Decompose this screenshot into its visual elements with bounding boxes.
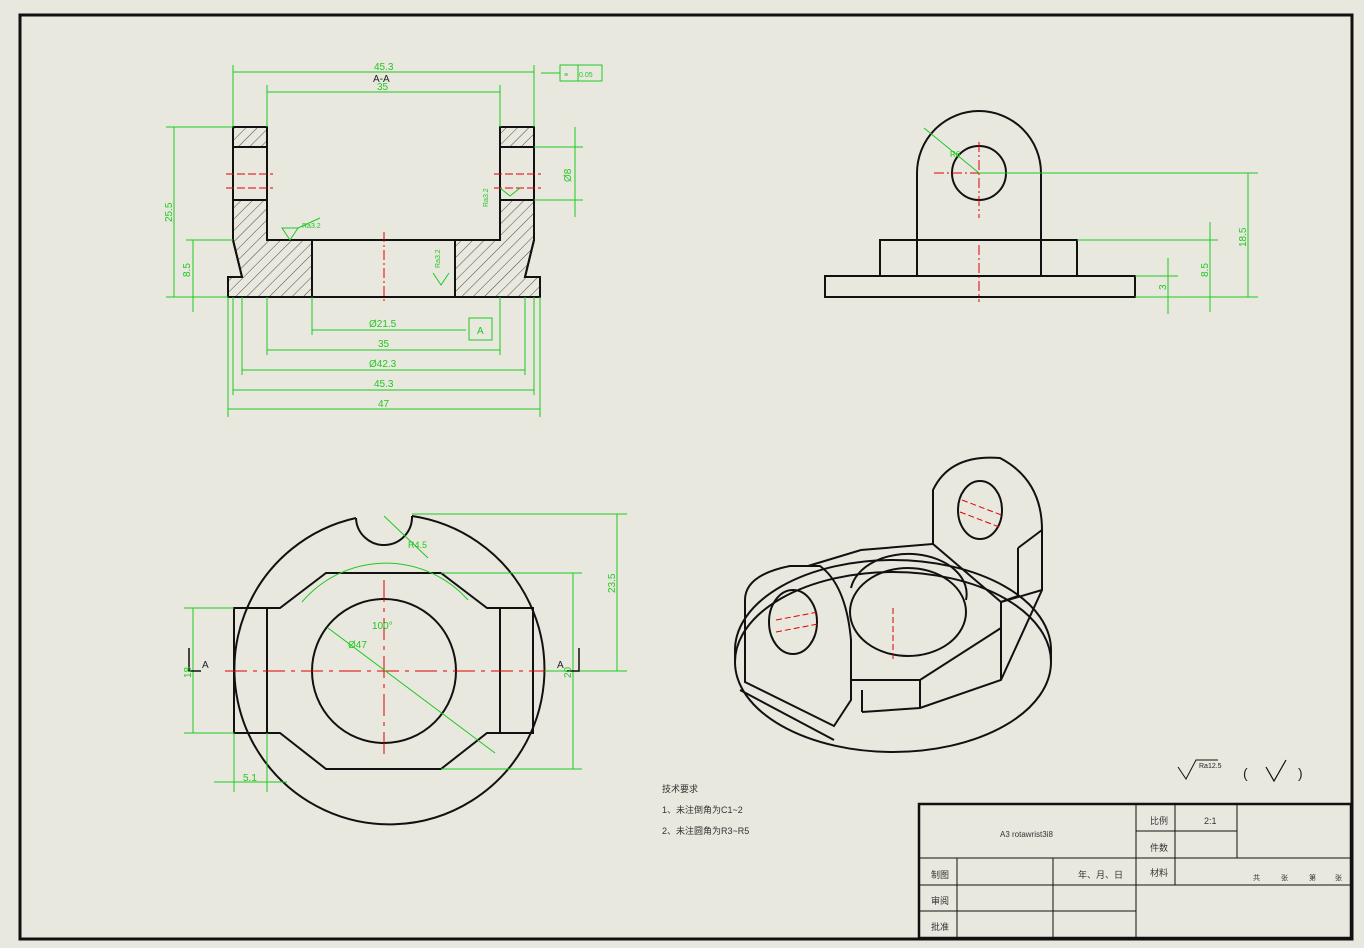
sheet-label-1: 共 xyxy=(1253,873,1260,882)
dim-45: 45.3 xyxy=(374,379,394,390)
front-height: 18.5 xyxy=(1238,227,1249,247)
dim-base-height: 8.5 xyxy=(182,263,193,277)
section-view: A-A 45.3 35 25.5 8.5 Ø8 Ra3.2 Ra3.2 Ra3.… xyxy=(164,62,603,417)
dia-dim: Ø47 xyxy=(348,640,367,651)
dim-42: Ø42.3 xyxy=(369,359,397,370)
notes-line-1: 1、未注倒角为C1~2 xyxy=(662,804,743,815)
front-base-height: 8.5 xyxy=(1200,263,1211,277)
angle-dim: 100° xyxy=(372,621,393,632)
dim-inner-width: 35 xyxy=(377,82,389,93)
paren-open: ( xyxy=(1243,765,1248,781)
scale-label: 比例 xyxy=(1150,815,1168,826)
draw-label: 制图 xyxy=(931,869,949,880)
roughness-3: Ra3.2 xyxy=(483,188,490,207)
dim-hole-dia: Ø8 xyxy=(563,168,574,182)
left-dim: 18 xyxy=(183,666,194,678)
title-block: A3 rotawrist3i8 比例 2:1 件数 材料 年、月、日 制图 审阅… xyxy=(917,802,1353,940)
roughness-1: Ra3.2 xyxy=(302,223,321,230)
check-mark-icon xyxy=(1265,759,1287,783)
part-name: A3 rotawrist3i8 xyxy=(1000,830,1053,839)
width-dim: 5.1 xyxy=(243,773,257,784)
dim-35: 35 xyxy=(378,339,390,350)
section-mark-left: A xyxy=(202,660,209,671)
front-view: R6 18.5 8.5 3 xyxy=(824,110,1258,314)
qty-label: 件数 xyxy=(1150,842,1168,853)
scale-value: 2:1 xyxy=(1204,816,1217,826)
surface-finish-value: Ra12.5 xyxy=(1199,763,1222,770)
sheet-label-2: 张 xyxy=(1281,873,1288,882)
sheet-label-3: 第 xyxy=(1309,873,1316,882)
dim-total-height: 25.5 xyxy=(164,202,175,222)
top-view: R4.5 100° Ø47 23.5 18 20 5.1 A A xyxy=(183,513,627,826)
technical-notes: 技术要求 1、未注倒角为C1~2 2、未注圆角为R3~R5 xyxy=(662,783,749,836)
sheet-border xyxy=(18,13,1354,941)
tolerance-value: 0.05 xyxy=(579,72,593,79)
notes-line-2: 2、未注圆角为R3~R5 xyxy=(662,825,749,836)
check-label: 批准 xyxy=(931,921,949,932)
notes-title: 技术要求 xyxy=(662,783,698,794)
dim-bore-dia: Ø21.5 xyxy=(369,319,397,330)
material-label: 材料 xyxy=(1150,867,1168,878)
sheet-label-4: 张 xyxy=(1335,873,1342,882)
section-label: A-A xyxy=(373,74,390,85)
surface-finish: Ra12.5 ( ) xyxy=(1177,759,1303,783)
tolerance-symbol: ≡ xyxy=(564,72,568,79)
dim-top-width: 45.3 xyxy=(374,62,394,73)
height-dim: 23.5 xyxy=(607,573,618,593)
section-mark-right: A xyxy=(557,660,564,671)
front-radius: R6 xyxy=(950,150,961,159)
right-dim: 20 xyxy=(563,666,574,678)
paren-close: ) xyxy=(1298,765,1303,781)
notch-radius: R4.5 xyxy=(408,540,427,550)
design-label: 审阅 xyxy=(931,895,949,906)
roughness-2: Ra3.2 xyxy=(435,249,442,268)
date-label: 年、月、日 xyxy=(1078,869,1123,880)
datum-a: A xyxy=(477,326,484,337)
front-flange-height: 3 xyxy=(1158,284,1169,290)
dim-47: 47 xyxy=(378,399,390,410)
isometric-view xyxy=(734,456,1052,753)
